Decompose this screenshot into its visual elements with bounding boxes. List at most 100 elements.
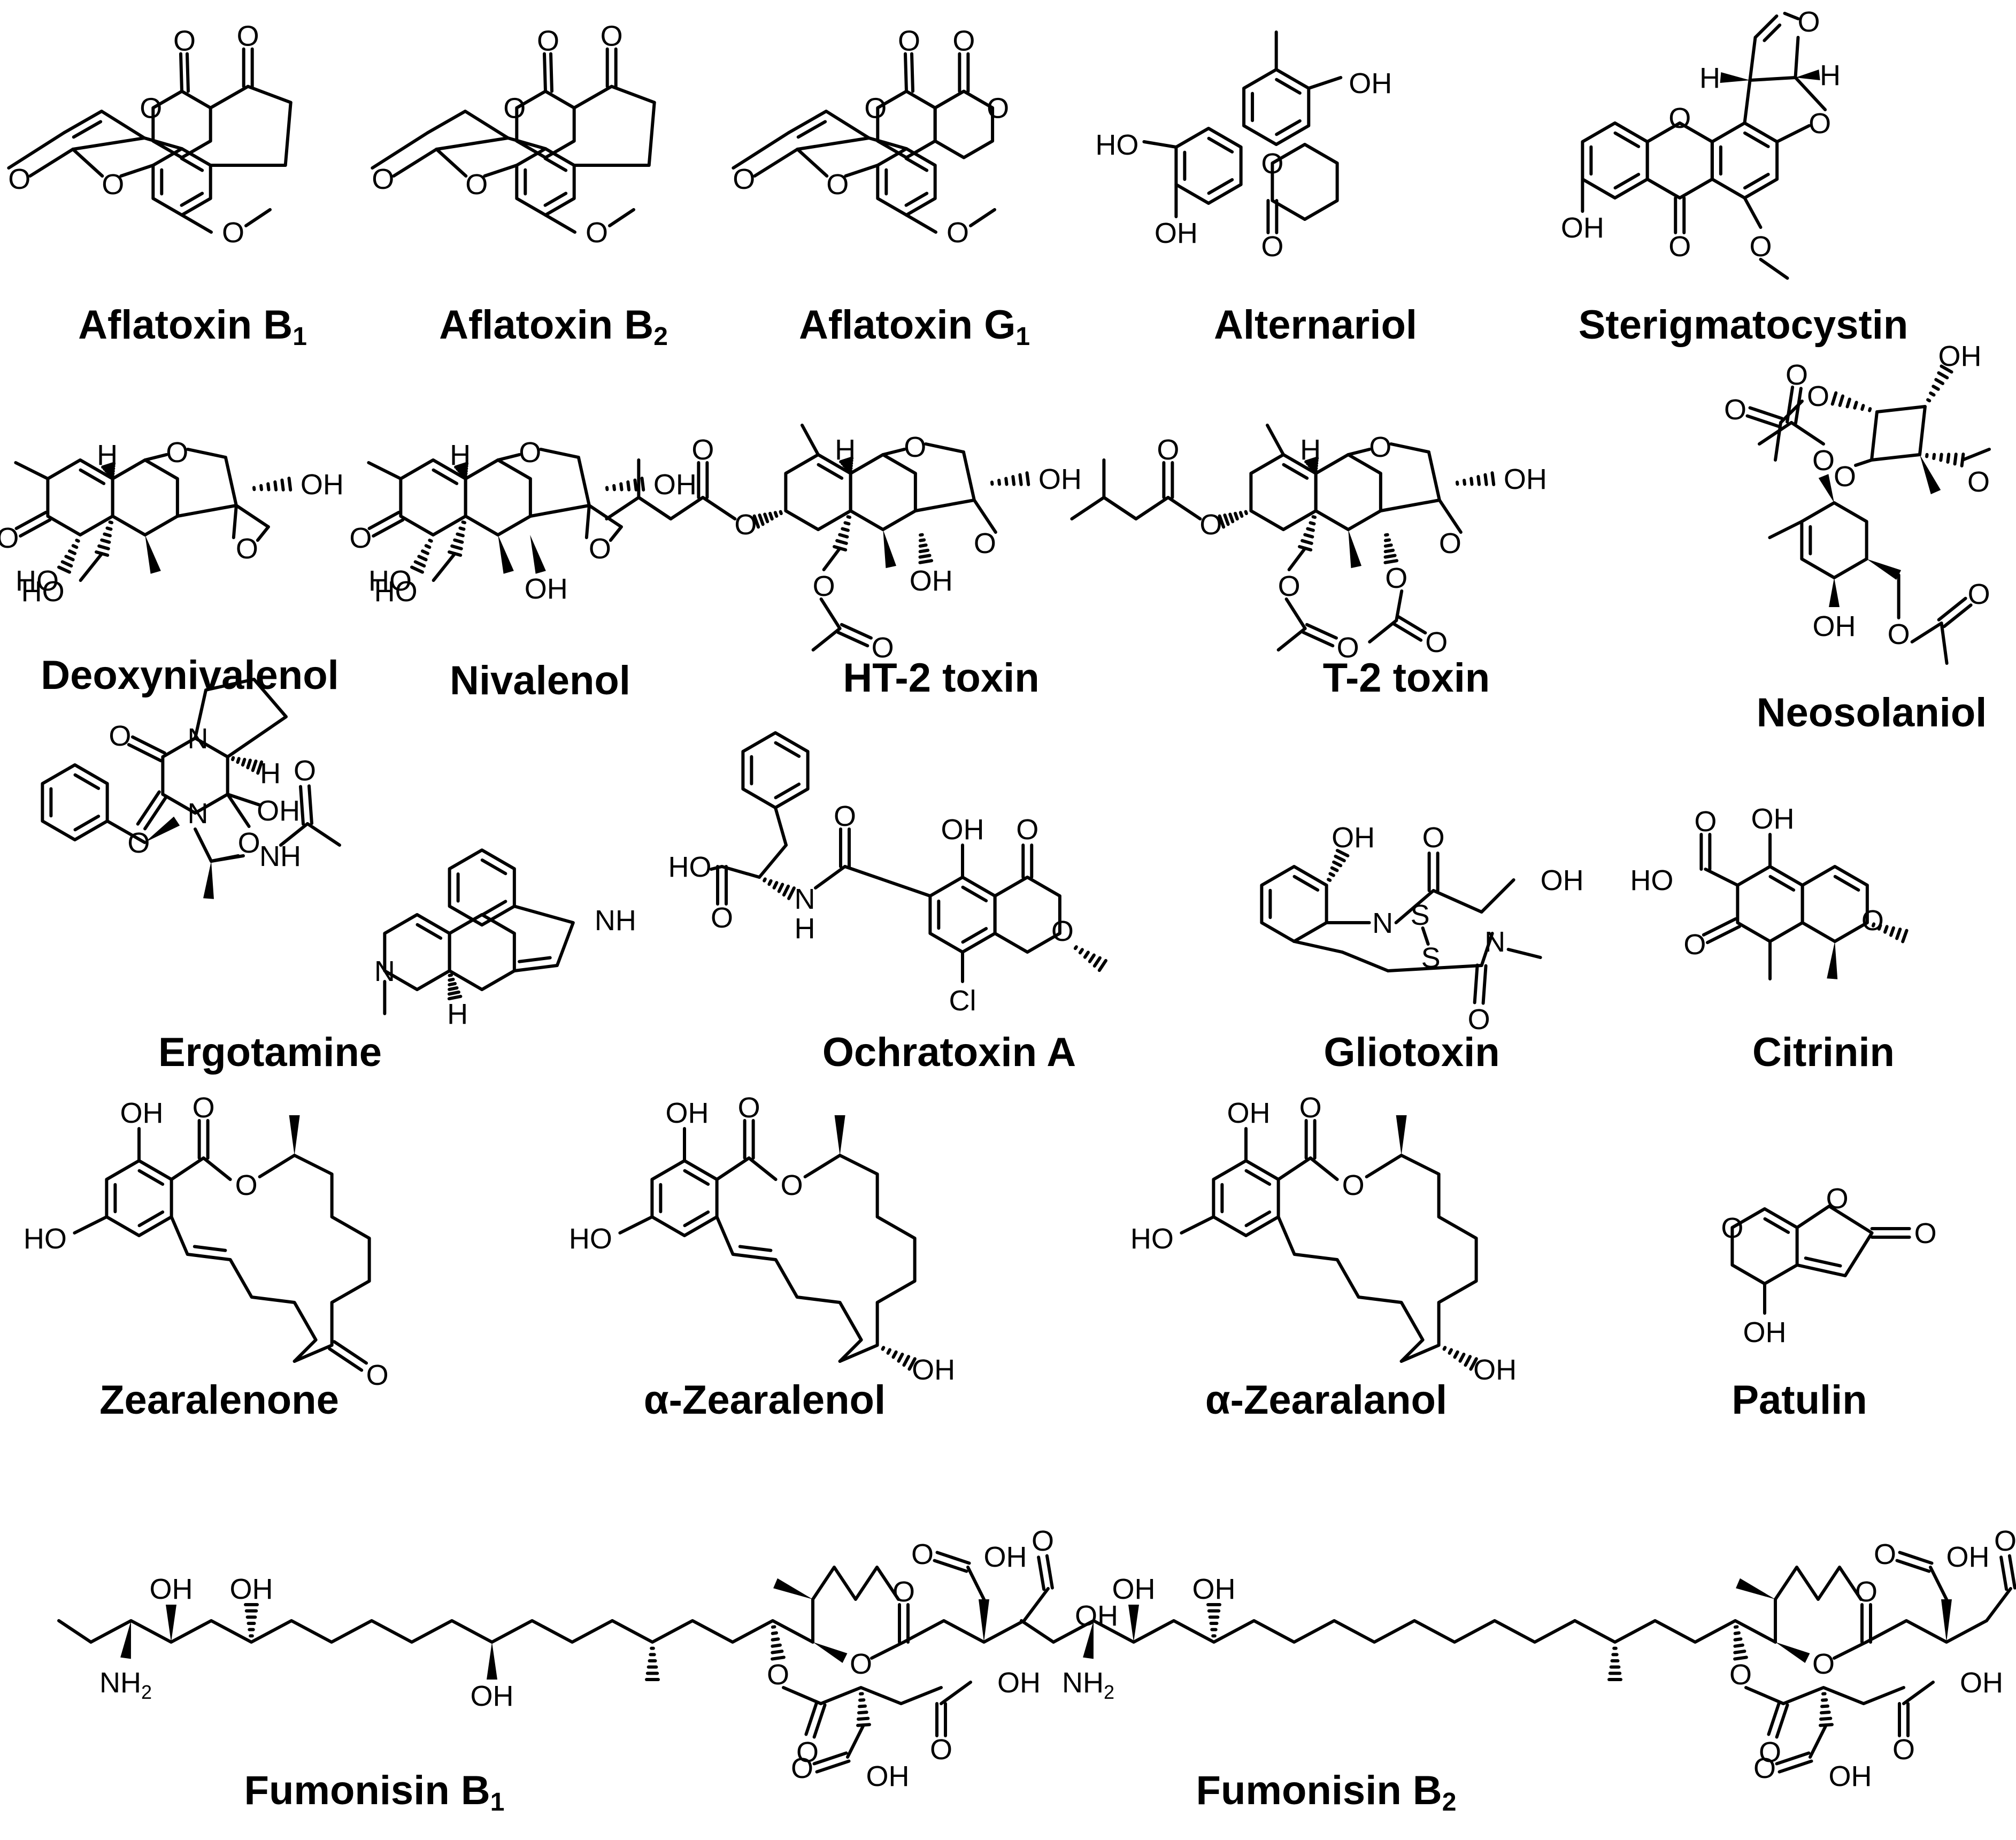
bond — [1871, 922, 1876, 927]
wedge-bond — [1829, 578, 1840, 607]
bond — [432, 552, 457, 582]
atom-label: O — [465, 168, 488, 201]
atom-label: O — [0, 522, 19, 554]
bond — [1427, 450, 1441, 502]
atom-label: O — [952, 25, 975, 57]
caption-alternariol: Alternariol — [1213, 302, 1418, 348]
bond — [758, 844, 788, 879]
bond — [480, 900, 507, 917]
bond — [1207, 178, 1234, 195]
atom-label: O — [1914, 1217, 1937, 1249]
bond — [881, 448, 906, 456]
bond — [63, 110, 103, 134]
atom-label: O — [1826, 1183, 1849, 1215]
bond — [71, 544, 79, 549]
atom-label: O — [1724, 394, 1746, 426]
atom-label: O — [102, 168, 124, 201]
bond — [105, 526, 113, 531]
bond — [194, 827, 213, 863]
caption-aflatoxin-b1: Aflatoxin B1 — [78, 302, 307, 351]
bond — [1301, 539, 1313, 545]
atom-label: O — [1968, 578, 1990, 610]
bond — [1304, 456, 1319, 464]
atom-label: O — [1694, 806, 1717, 838]
atom-label: O — [1342, 1169, 1365, 1201]
bond — [19, 518, 52, 538]
bond — [1365, 1154, 1403, 1178]
bond — [1386, 964, 1483, 972]
bond — [109, 474, 115, 479]
bond — [450, 544, 463, 550]
bond — [543, 52, 547, 93]
bond — [1774, 421, 1782, 462]
bond — [367, 510, 401, 530]
atom-label: O — [537, 25, 559, 57]
bond — [60, 560, 73, 568]
bond — [1383, 554, 1397, 559]
atom-label: HO — [16, 565, 59, 597]
atom-label: H — [447, 998, 468, 1030]
bond — [1022, 1587, 1050, 1622]
bond-chain — [933, 89, 995, 159]
wedge-bond — [203, 861, 214, 899]
bond — [1940, 364, 1953, 374]
bond — [633, 478, 638, 492]
bond — [1368, 619, 1398, 643]
atom-label: O — [1809, 108, 1831, 140]
bond — [103, 532, 112, 538]
bond — [256, 760, 264, 775]
wedge-bond — [979, 1599, 989, 1642]
bond — [1877, 923, 1882, 931]
bond — [1394, 889, 1435, 924]
bond-chain — [1865, 1619, 1988, 1644]
bond — [103, 464, 116, 471]
bond — [447, 994, 463, 1001]
bond — [528, 504, 591, 518]
bond — [456, 532, 465, 538]
bond — [870, 1640, 905, 1660]
atom-label: O — [850, 1648, 872, 1680]
bond — [683, 1169, 710, 1186]
bond — [1999, 1555, 2009, 1591]
bond — [902, 1355, 911, 1367]
bond — [715, 1156, 751, 1181]
bond — [306, 822, 341, 847]
atom-label: O — [1261, 231, 1283, 263]
atom-label: O — [1337, 632, 1359, 664]
wedge-bond — [145, 535, 161, 574]
wedge-bond — [530, 535, 546, 574]
bond-chain — [448, 848, 516, 927]
atom-label: H — [1699, 62, 1720, 94]
bond — [1228, 512, 1235, 524]
wedge-bond — [1128, 1605, 1139, 1642]
wedge-bond — [883, 530, 897, 569]
atom-label: O — [1759, 1736, 1781, 1768]
atom-label: O — [911, 1538, 934, 1570]
bond — [609, 525, 623, 542]
bond — [815, 1759, 851, 1774]
bond — [844, 164, 880, 178]
bond-chain — [448, 913, 516, 991]
bond — [226, 793, 251, 828]
bond — [841, 459, 853, 465]
bond — [1020, 1619, 1055, 1644]
bond — [845, 466, 853, 471]
atom-label: O — [166, 436, 188, 469]
bond — [1330, 866, 1339, 872]
atom-label: O — [734, 509, 757, 541]
atom-label: OH — [1155, 217, 1198, 249]
bond — [647, 101, 656, 167]
bond — [773, 511, 779, 518]
atom-label: HO — [1630, 864, 1673, 896]
bond — [1854, 458, 1873, 467]
bond — [1901, 929, 1909, 944]
bond — [543, 157, 568, 172]
bond — [1335, 849, 1350, 857]
bond — [1244, 1169, 1272, 1186]
bond — [1083, 950, 1090, 959]
bond — [180, 191, 204, 207]
atom-label: HO — [368, 565, 412, 597]
bond — [1794, 36, 1800, 79]
bond — [1833, 1640, 1868, 1660]
bond — [68, 549, 76, 555]
